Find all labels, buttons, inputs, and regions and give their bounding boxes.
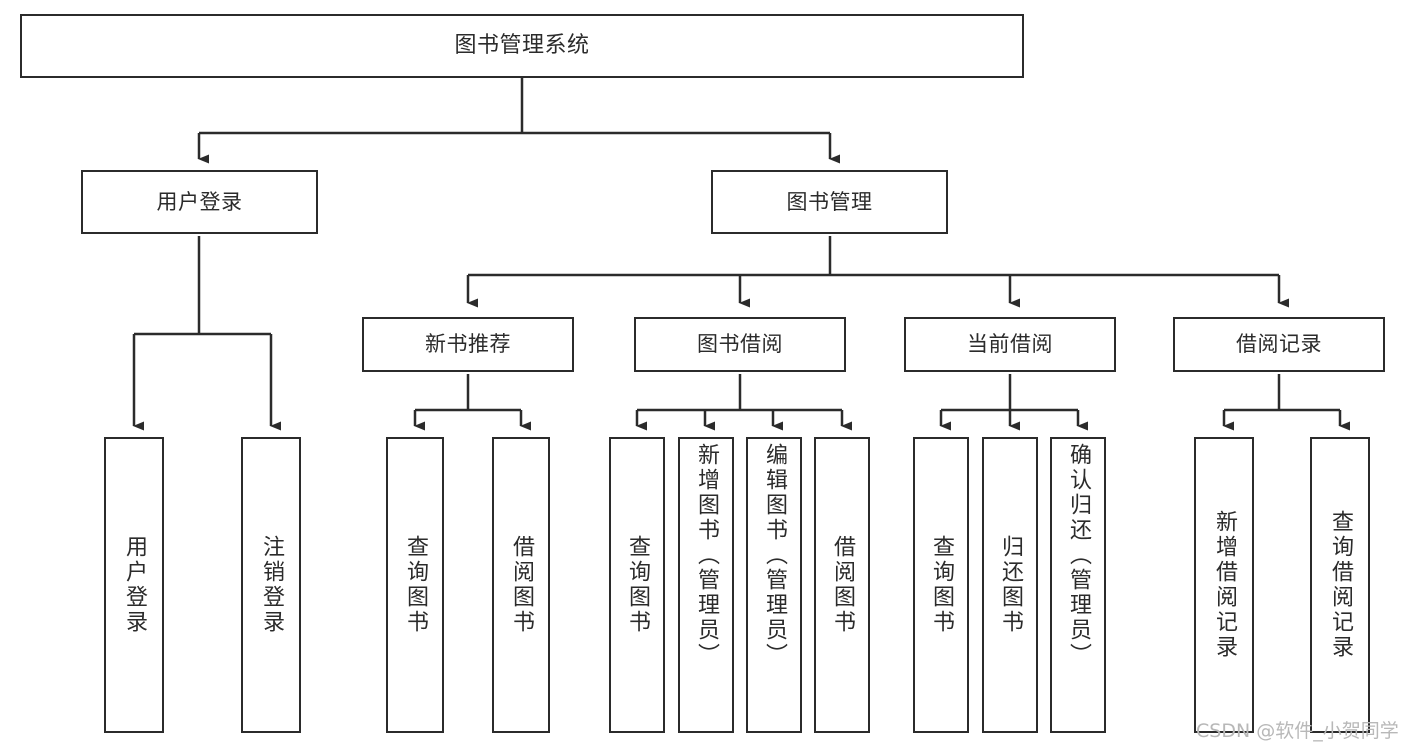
node-leaf-borrow-book-2[interactable]: 借阅图书 (814, 437, 870, 733)
node-current-borrow[interactable]: 当前借阅 (904, 317, 1116, 372)
node-leaf-logout-login[interactable]: 注销登录 (241, 437, 301, 733)
node-leaf-add-borrow-record[interactable]: 新增借阅记录 (1194, 437, 1254, 733)
node-label: 借阅图书 (830, 535, 855, 635)
node-root-book-management-system[interactable]: 图书管理系统 (20, 14, 1024, 78)
node-new-book-recommend[interactable]: 新书推荐 (362, 317, 574, 372)
node-label: 用户登录 (122, 535, 147, 635)
node-label: 图书借阅 (697, 332, 783, 357)
node-label: 查询图书 (403, 535, 428, 635)
node-leaf-add-book-admin[interactable]: 新增图书（管理员） (678, 437, 734, 733)
node-label: 查询图书 (929, 535, 954, 635)
node-label: 查询借阅记录 (1328, 510, 1353, 660)
node-leaf-query-book-3[interactable]: 查询图书 (913, 437, 969, 733)
node-label: 当前借阅 (967, 332, 1053, 357)
node-user-login[interactable]: 用户登录 (81, 170, 318, 234)
node-label: 注销登录 (259, 535, 284, 635)
node-label: 用户登录 (156, 189, 243, 214)
node-label: 编辑图书（管理员） (762, 443, 787, 668)
node-label: 新增借阅记录 (1212, 510, 1237, 660)
node-book-management[interactable]: 图书管理 (711, 170, 948, 234)
node-label: 图书管理系统 (454, 33, 590, 59)
node-leaf-borrow-book-1[interactable]: 借阅图书 (492, 437, 550, 733)
node-leaf-confirm-return-admin[interactable]: 确认归还（管理员） (1050, 437, 1106, 733)
node-book-borrow[interactable]: 图书借阅 (634, 317, 846, 372)
node-label: 确认归还（管理员） (1066, 443, 1091, 668)
node-leaf-return-book[interactable]: 归还图书 (982, 437, 1038, 733)
node-leaf-query-book-2[interactable]: 查询图书 (609, 437, 665, 733)
node-leaf-query-borrow-record[interactable]: 查询借阅记录 (1310, 437, 1370, 733)
node-leaf-user-login[interactable]: 用户登录 (104, 437, 164, 733)
node-label: 新增图书（管理员） (694, 443, 719, 668)
node-label: 借阅记录 (1236, 332, 1322, 357)
node-label: 图书管理 (786, 189, 873, 214)
node-label: 归还图书 (998, 535, 1023, 635)
csdn-watermark: CSDN @软件_小贺同学 (1196, 720, 1399, 742)
node-label: 借阅图书 (509, 535, 534, 635)
node-label: 查询图书 (625, 535, 650, 635)
node-label: 新书推荐 (425, 332, 511, 357)
node-leaf-query-book-1[interactable]: 查询图书 (386, 437, 444, 733)
node-borrow-record[interactable]: 借阅记录 (1173, 317, 1385, 372)
node-leaf-edit-book-admin[interactable]: 编辑图书（管理员） (746, 437, 802, 733)
